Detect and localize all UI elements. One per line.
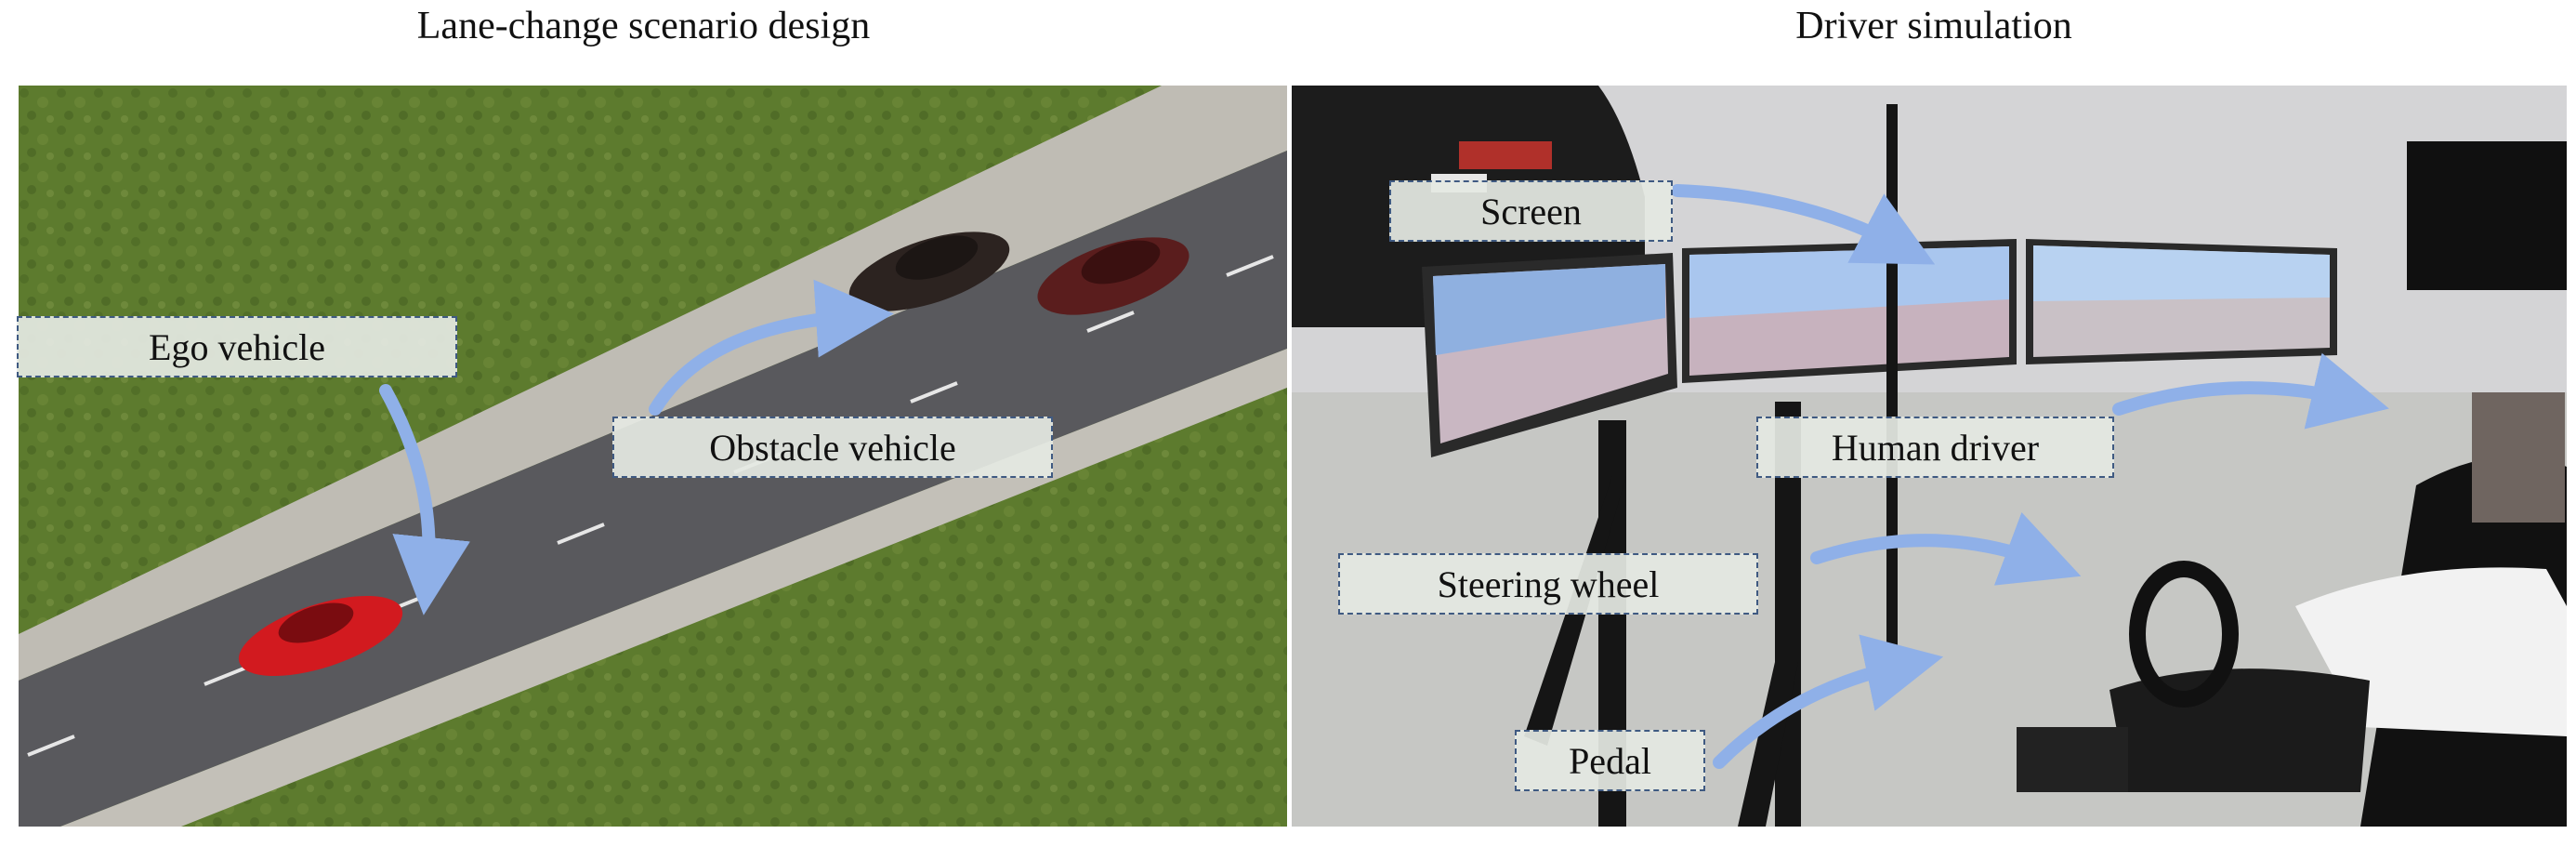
steering-wheel bbox=[2129, 561, 2239, 708]
steering-wheel-label: Steering wheel bbox=[1338, 553, 1758, 615]
screen-label: Screen bbox=[1389, 180, 1673, 242]
obstacle-vehicle-maroon bbox=[1037, 237, 1189, 315]
obstacle-vehicle-label: Obstacle vehicle bbox=[612, 417, 1053, 478]
right-panel-title: Driver simulation bbox=[1795, 5, 2072, 47]
pedals bbox=[2017, 727, 2128, 792]
ego-vehicle bbox=[238, 595, 403, 677]
pedal-label: Pedal bbox=[1515, 730, 1705, 791]
ego-vehicle-label: Ego vehicle bbox=[17, 316, 457, 377]
human-driver-label: Human driver bbox=[1756, 417, 2114, 478]
simulator-screens bbox=[1422, 239, 2337, 457]
background-monitor bbox=[2407, 141, 2567, 290]
left-panel-title: Lane-change scenario design bbox=[416, 5, 871, 47]
